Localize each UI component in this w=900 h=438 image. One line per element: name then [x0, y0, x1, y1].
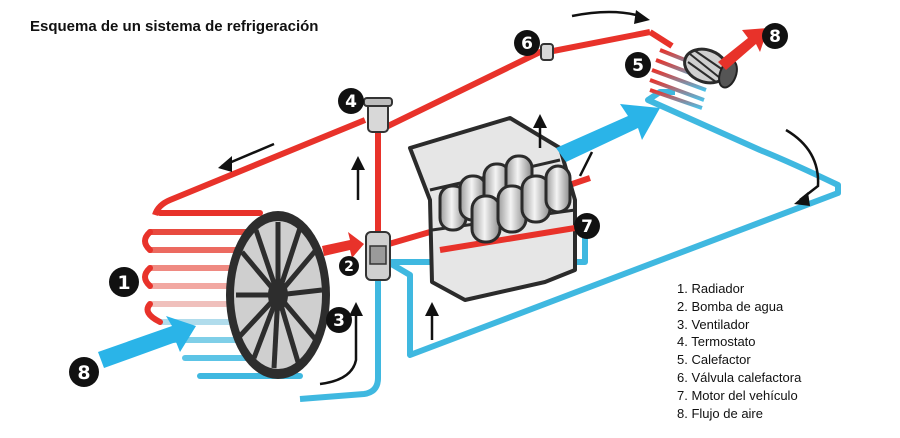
- legend-item: 6. Válvula calefactora: [677, 369, 802, 385]
- badge-thermostat: 4: [338, 88, 364, 114]
- svg-text:5: 5: [632, 56, 644, 76]
- badge-water-pump: 2: [339, 256, 359, 276]
- badge-engine: 7: [574, 213, 600, 239]
- svg-text:8: 8: [769, 27, 781, 47]
- legend-item: 5. Calefactor: [677, 352, 751, 368]
- svg-text:8: 8: [77, 362, 90, 384]
- heater-air-arrow: [556, 104, 660, 162]
- airflow-out-arrow: [718, 28, 768, 70]
- svg-text:4: 4: [345, 92, 357, 112]
- svg-text:1: 1: [117, 272, 130, 294]
- badge-airflow-in: 8: [69, 357, 99, 387]
- thermostat: [363, 97, 393, 133]
- legend-item: 4. Termostato: [677, 334, 756, 350]
- diagram-title: Esquema de un sistema de refrigeración: [30, 18, 319, 35]
- svg-text:3: 3: [333, 311, 345, 331]
- legend-item: 1. Radiador: [677, 281, 745, 296]
- airflow-in-arrow: [98, 316, 196, 368]
- legend-item: 8. Flujo de aire: [677, 405, 763, 421]
- engine: [408, 116, 577, 302]
- badge-fan: 3: [326, 307, 352, 333]
- badge-heater: 5: [625, 52, 651, 78]
- legend-item: 3. Ventilador: [677, 316, 750, 332]
- water-pump: [365, 231, 391, 281]
- pump-red-arrow: [322, 232, 364, 258]
- svg-text:7: 7: [581, 217, 593, 237]
- badge-heater-valve: 6: [514, 30, 540, 56]
- badge-radiator: 1: [109, 267, 139, 297]
- legend-item: 2. Bomba de agua: [677, 298, 784, 314]
- svg-text:2: 2: [344, 259, 354, 275]
- badge-airflow-out: 8: [762, 23, 788, 49]
- heater-valve: [540, 43, 554, 61]
- legend: 1. Radiador 2. Bomba de agua 3. Ventilad…: [677, 280, 801, 422]
- svg-text:6: 6: [521, 34, 533, 54]
- flow-arrows: [218, 10, 820, 386]
- legend-item: 7. Motor del vehículo: [677, 387, 798, 403]
- fan: [226, 211, 330, 379]
